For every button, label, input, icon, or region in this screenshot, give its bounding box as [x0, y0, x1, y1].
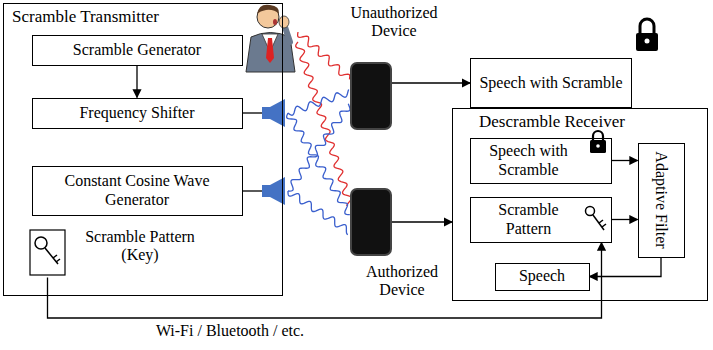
lock-icon	[645, 39, 650, 44]
signal-arrow	[392, 82, 470, 83]
lock-icon	[590, 140, 606, 153]
key-icon	[599, 220, 603, 223]
lock-icon	[640, 19, 654, 34]
speaking-person	[266, 38, 274, 63]
speaking-person	[285, 27, 290, 42]
speaking-person	[273, 19, 277, 25]
key-icon	[30, 230, 65, 275]
sound-wave	[288, 104, 350, 191]
phone-device: Authorized Device	[350, 188, 392, 256]
box-label: Scramble Pattern	[477, 201, 581, 238]
signal-arrow	[136, 66, 137, 98]
lock-icon	[593, 131, 603, 141]
box-label: Scramble Pattern (Key)	[73, 228, 208, 265]
key-icon	[56, 259, 60, 262]
signal-arrow	[392, 221, 452, 222]
link-label: Wi-Fi / Bluetooth / etc.	[153, 322, 307, 340]
lock-icon	[636, 33, 658, 51]
box-label: Adaptive Filter	[652, 151, 670, 248]
speaking-person	[246, 5, 295, 72]
speaker-wires	[243, 113, 262, 191]
signal-arrow	[612, 160, 638, 161]
lock-icon	[596, 144, 600, 148]
input-box: Speech with Scramble	[470, 138, 612, 184]
process-box: Scramble Generator	[32, 35, 243, 66]
transmitter-frame: Scramble GeneratorFrequency ShifterConst…	[3, 3, 283, 296]
speaker-icon	[262, 107, 270, 119]
box-label: Scramble Generator	[73, 41, 201, 59]
receiver-frame: Speech with ScrambleScramble Pattern Adap…	[452, 108, 708, 301]
sound-wave	[287, 113, 350, 215]
sound-wave	[298, 32, 350, 79]
input-box: Scramble Pattern	[470, 197, 612, 243]
frame-heading: Scramble Transmitter	[4, 4, 282, 30]
output-box: Speech	[495, 263, 590, 291]
speaking-person	[257, 5, 279, 14]
device-label: Authorized Device	[347, 263, 457, 300]
signal-arrow	[590, 258, 662, 277]
key-icon	[593, 215, 604, 230]
filter-box: Adaptive Filter	[638, 143, 685, 258]
frame-heading: Descramble Receiver	[453, 109, 707, 135]
phone-device: Unauthorized Device	[350, 62, 392, 130]
box-label: Constant Cosine Wave Generator	[39, 172, 236, 209]
speaker-icon	[262, 185, 270, 197]
sound-wave	[288, 191, 348, 235]
key-icon	[53, 255, 57, 258]
sound-wave	[296, 42, 352, 206]
speaker-icon	[262, 99, 285, 205]
box-label: Speech with Scramble	[479, 74, 622, 92]
process-box: Constant Cosine Wave Generator	[32, 166, 243, 216]
box-label: Speech with Scramble	[477, 142, 581, 179]
speaker-wires	[243, 190, 262, 191]
process-box: Frequency Shifter	[32, 98, 243, 129]
sound-waves	[287, 32, 352, 235]
speaker-wires	[243, 112, 262, 113]
key-icon	[35, 237, 47, 249]
key-icon	[586, 207, 595, 216]
speaking-person	[279, 16, 289, 28]
output-box: Speech with Scramble	[470, 58, 632, 108]
box-label: Speech	[519, 267, 565, 285]
box-label: Frequency Shifter	[79, 104, 194, 122]
signal-arrow	[612, 219, 638, 220]
device-label: Unauthorized Device	[339, 4, 449, 41]
key-pattern: Scramble Pattern (Key)	[28, 228, 210, 278]
key-icon	[602, 224, 606, 227]
sound-wave	[288, 90, 349, 116]
